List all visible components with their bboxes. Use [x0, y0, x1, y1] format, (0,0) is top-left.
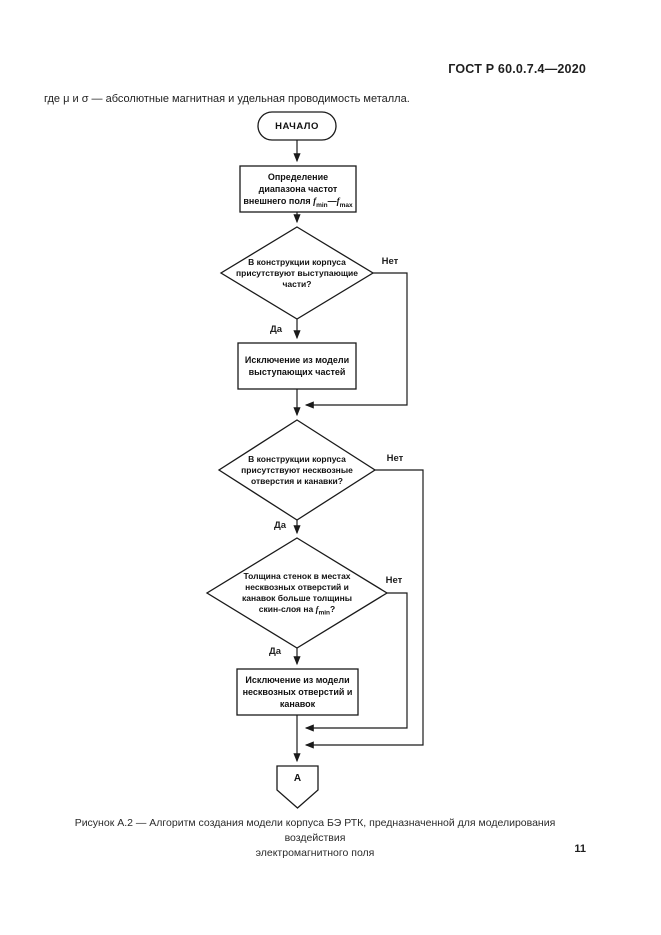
branch-yes3-label: Да	[268, 646, 282, 657]
branch-yes1-label: Да	[269, 324, 283, 335]
branch-yes2-label: Да	[273, 520, 287, 531]
figure-caption-line2: электромагнитного поля	[255, 847, 375, 859]
exclude-protruding-label: Исключение из модели выступающих частей	[244, 355, 350, 377]
exclude-holes-rect-shape	[236, 668, 359, 716]
figure-caption: Рисунок А.2 — Алгоритм создания модели к…	[44, 816, 586, 861]
start-node-label: НАЧАЛО	[275, 120, 319, 132]
figure-caption-line1: Рисунок А.2 — Алгоритм создания модели к…	[74, 817, 556, 844]
define-node-label: Определение диапазона частот внешнего по…	[240, 166, 356, 212]
branch-no2-label: Нет	[386, 453, 404, 464]
offpage-connector-shape	[276, 765, 319, 809]
offpage-connector-label: А	[293, 772, 302, 784]
define-line1: Определение	[267, 172, 329, 182]
exclude-holes-label: Исключение из модели несквозных отверсти…	[242, 675, 353, 709]
diamond2-label: В конструкции корпуса присутствуют нескв…	[241, 453, 353, 486]
define-line3: внешнего поля fmin—fmax	[243, 196, 353, 209]
diamond1-label: В конструкции корпуса присутствуют высту…	[236, 256, 358, 289]
define-rect-shape	[239, 165, 357, 213]
exclude-protruding-rect-shape	[237, 342, 357, 390]
branch-no1-label: Нет	[381, 256, 399, 267]
diamond3-shape	[205, 537, 389, 649]
page-number: 11	[574, 843, 586, 855]
diamond3-label: Толщина стенок в местах несквозных отвер…	[241, 571, 352, 617]
define-line2: диапазона частот	[258, 184, 338, 194]
start-oval-shape	[257, 111, 337, 141]
branch-no3-label: Нет	[385, 575, 403, 586]
branch-no2-line	[304, 469, 424, 749]
branch-no1-line	[304, 272, 408, 409]
diamond1-shape	[219, 226, 375, 320]
branch-no3-line	[304, 592, 408, 732]
diamond2-shape	[217, 419, 377, 521]
intro-paragraph: где μ и σ — абсолютные магнитная и удель…	[44, 93, 410, 105]
document-header: ГОСТ Р 60.0.7.4—2020	[448, 62, 586, 76]
